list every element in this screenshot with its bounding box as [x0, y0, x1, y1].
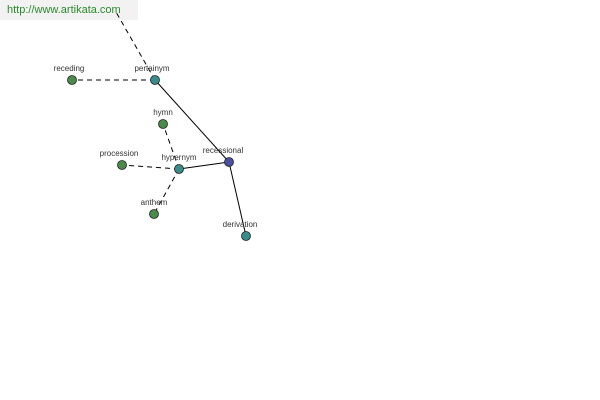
edge-hypernym-anthem	[153, 168, 180, 215]
node-hymn[interactable]	[158, 119, 168, 129]
edge-recessional-hypernym	[178, 161, 230, 170]
node-label-receding[interactable]: receding	[54, 64, 85, 73]
node-receding[interactable]	[67, 75, 77, 85]
watermark-url[interactable]: http://www.artikata.com	[0, 0, 138, 20]
node-label-hypernym[interactable]: hypernym	[161, 153, 196, 162]
edge-hypernym-hymn	[162, 123, 180, 170]
edge-pertainym-offscreen	[115, 11, 156, 81]
node-label-anthem[interactable]: anthem	[141, 198, 168, 207]
node-recessional[interactable]	[224, 157, 234, 167]
edge-recessional-derivation	[228, 161, 247, 237]
node-derivation[interactable]	[241, 231, 251, 241]
edge-recessional-pertainym	[154, 79, 230, 163]
node-label-pertainym[interactable]: pertainym	[134, 64, 169, 73]
node-label-hymn[interactable]: hymn	[153, 108, 173, 117]
node-anthem[interactable]	[149, 209, 159, 219]
node-hypernym[interactable]	[174, 164, 184, 174]
node-label-derivation[interactable]: derivation	[223, 220, 258, 229]
node-label-procession[interactable]: procession	[100, 149, 139, 158]
edge-hypernym-procession	[121, 164, 180, 170]
node-procession[interactable]	[117, 160, 127, 170]
node-pertainym[interactable]	[150, 75, 160, 85]
node-label-recessional[interactable]: recessional	[203, 146, 244, 155]
